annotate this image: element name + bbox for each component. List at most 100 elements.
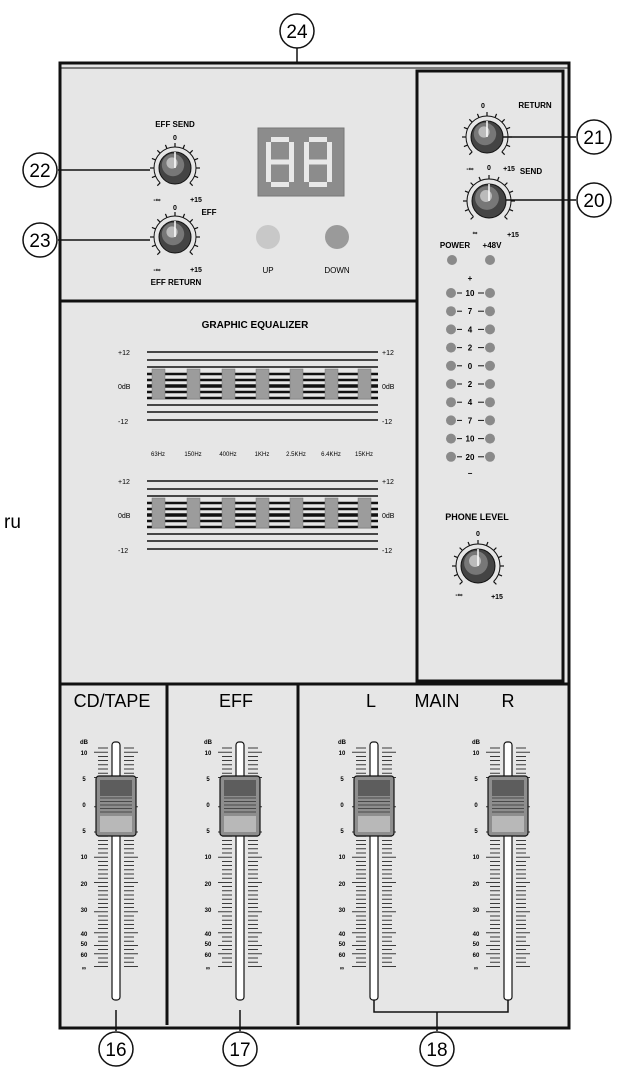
eff-return-knob-shine (166, 226, 178, 238)
eff-return-knob-tick (151, 226, 156, 230)
eq-upper-slider-cap[interactable] (324, 368, 339, 400)
eq-lower-slider-cap[interactable] (255, 497, 270, 529)
eq-upper-slider-cap[interactable] (255, 368, 270, 400)
eff-send-knob[interactable] (150, 143, 200, 187)
eq-upper-slider-cap[interactable] (289, 368, 304, 400)
phantom-label: +48V (483, 241, 503, 250)
eff-return-knob-tick (194, 244, 199, 248)
main-right-fader-scale-label: 0 (474, 803, 478, 809)
main-left-fader-scale-label: 20 (339, 882, 346, 888)
send-knob-tick (470, 216, 474, 220)
eq-lower-slider-cap[interactable] (357, 497, 372, 529)
eff-send-max-mark: +15 (190, 197, 202, 204)
send-knob-tick (504, 216, 508, 220)
main-right-fader-scale-label: 60 (473, 953, 480, 959)
cd-tape-fader-scale-label: 40 (81, 932, 88, 938)
down-button[interactable] (325, 225, 349, 249)
eq-upper-scale-mid-right: 0dB (382, 384, 395, 391)
meter-led-right (485, 433, 495, 444)
main-left-fader-cap-top (358, 780, 390, 796)
main-right-fader-scale-label: 10 (473, 751, 480, 757)
callout-23: 23 (22, 222, 150, 258)
up-button[interactable] (256, 225, 280, 249)
eq-lower-slider-cap[interactable] (151, 497, 166, 529)
seven-segment-digits (266, 137, 332, 187)
callout-20: 20 (506, 182, 612, 218)
eff-send-knob-tick (189, 182, 194, 187)
eff-return-knob[interactable] (150, 212, 200, 256)
phone-level-knob-scale-arc (455, 543, 501, 582)
eff-send-knob-tick (156, 182, 161, 187)
meter-led-left (446, 342, 456, 353)
eq-upper-scale-top-right: +12 (382, 350, 394, 357)
return-top-mark: 0 (481, 103, 485, 110)
display-segment (289, 142, 294, 162)
meter-led-left (446, 306, 456, 317)
main-right-fader-cap-bottom (492, 816, 524, 832)
eq-band-label: 6.4KHz (321, 452, 341, 458)
callout-21-label: 21 (583, 128, 604, 149)
display-segment (271, 182, 289, 187)
main-right-fader-scale-label: 20 (473, 882, 480, 888)
display-segment (304, 162, 309, 182)
eq-upper-scale-bottom-right: -12 (382, 419, 392, 426)
meter-led-left (446, 415, 456, 426)
main-left-fader-unit: dB (338, 740, 347, 746)
eq-upper-slider-cap[interactable] (221, 368, 236, 400)
eq-upper-slider-cap[interactable] (357, 368, 372, 400)
return-knob-tick (501, 118, 506, 123)
display-segment (271, 137, 289, 142)
meter-label: 10 (466, 435, 475, 444)
meter-led-right (485, 360, 495, 371)
phone-level-knob-tick (485, 541, 489, 546)
return-knob-tick (468, 151, 473, 156)
eq-lower-slider-cap[interactable] (186, 497, 201, 529)
eff-send-top-mark: 0 (173, 135, 177, 142)
cd-tape-fader-scale-label: 50 (81, 942, 88, 948)
eq-lower-slider-cap[interactable] (324, 497, 339, 529)
send-max-mark: +15 (507, 232, 519, 239)
eff-send-min-mark: -∞ (153, 197, 160, 204)
power-led (447, 255, 457, 265)
eq-upper-slider-cap[interactable] (151, 368, 166, 400)
effect-number-display (257, 127, 345, 197)
eff-fader-scale-label: ∞ (206, 966, 210, 972)
main-right-fader-scale-label: 5 (474, 777, 478, 783)
callout-20-label: 20 (583, 191, 604, 212)
eff-send-knob-tick (151, 157, 156, 161)
phone-level-min-mark: -∞ (455, 592, 462, 599)
power-label: POWER (440, 241, 470, 250)
eq-upper-slider-cap[interactable] (186, 368, 201, 400)
eff-send-knob-tick (156, 149, 161, 154)
eq-lower-slider-cap[interactable] (289, 497, 304, 529)
phone-level-knob-tick (459, 581, 463, 585)
phone-level-knob[interactable] (452, 540, 504, 585)
meter-label: 2 (468, 344, 473, 353)
return-knob-shine (478, 126, 490, 138)
send-knob-shine (480, 190, 492, 202)
down-label: DOWN (324, 266, 350, 275)
eff-send-knob-shine (166, 157, 178, 169)
eq-lower-slider-cap[interactable] (221, 497, 236, 529)
eff-return-knob-tick (156, 218, 161, 223)
meter-led-right (485, 397, 495, 408)
eff-send-knob-tick (182, 144, 186, 149)
callout-21: 21 (503, 119, 612, 155)
eq-band-label: 150Hz (184, 452, 201, 458)
return-knob[interactable] (462, 112, 512, 156)
send-knob[interactable] (463, 175, 515, 220)
faders: dB10505102030405060∞dB10505102030405060∞… (80, 740, 530, 1001)
eq-upper-scale-top-left: +12 (118, 350, 130, 357)
main-left-fader-scale-label: 50 (339, 942, 346, 948)
meter-led-left (446, 379, 456, 389)
main-left-fader-cap-bottom (358, 816, 390, 832)
eff-fader-scale-label: 0 (206, 803, 210, 809)
eff-return-knob-tick (182, 213, 186, 218)
eff-return-top-mark: 0 (173, 205, 177, 212)
callout-22: 22 (22, 152, 150, 188)
